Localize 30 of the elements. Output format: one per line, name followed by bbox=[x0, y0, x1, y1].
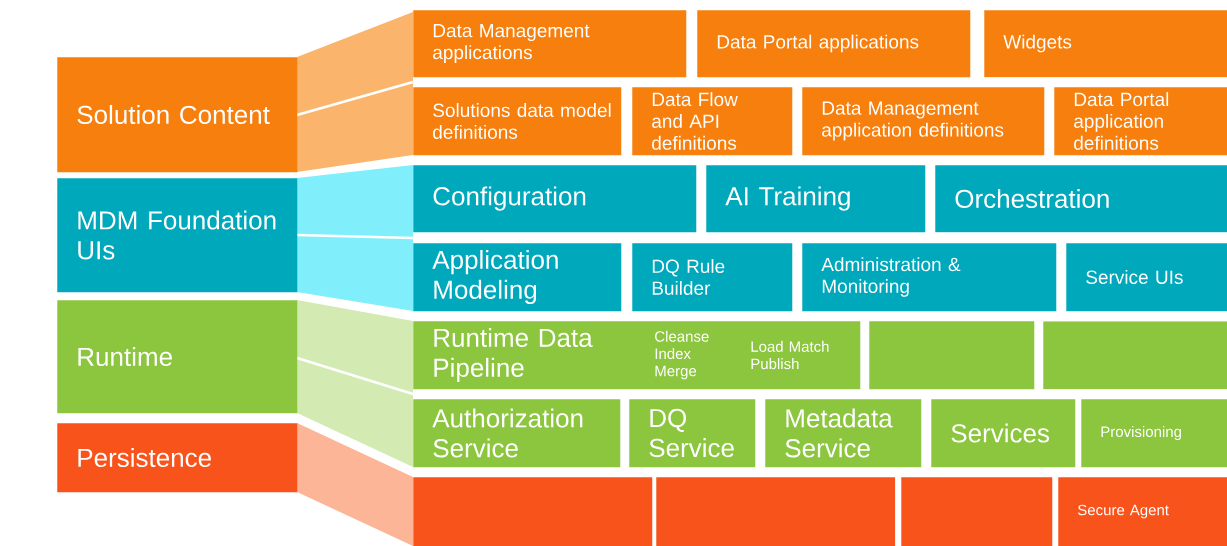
layer-box: Solution Content bbox=[57, 57, 298, 173]
component-box: Data Management applications bbox=[413, 10, 687, 78]
component-box: DQ Service bbox=[629, 399, 756, 468]
component-box: Metadata Service bbox=[765, 399, 922, 468]
component-box: Authorization Service bbox=[413, 399, 621, 468]
component-box: Data Portal application definitions bbox=[1054, 87, 1227, 156]
component-box: Administration & Monitoring bbox=[802, 243, 1057, 312]
component-box bbox=[413, 477, 653, 546]
component-box: Data Flow and API definitions bbox=[632, 87, 793, 156]
component-box: Widgets bbox=[984, 10, 1227, 78]
component-box: Solutions data model definitions bbox=[413, 87, 622, 156]
component-box bbox=[901, 477, 1053, 546]
component-box: AI Training bbox=[706, 165, 926, 233]
component-box: Provisioning bbox=[1081, 399, 1227, 468]
component-box: Data Management application definitions bbox=[802, 87, 1045, 156]
component-box: Service UIs bbox=[1066, 243, 1227, 312]
component-box: Data Portal applications bbox=[697, 10, 971, 78]
component-box: Configuration bbox=[413, 165, 697, 233]
component-box: Orchestration bbox=[935, 165, 1227, 233]
component-box: DQ Rule Builder bbox=[632, 243, 793, 312]
component-box bbox=[656, 477, 896, 546]
layer-box: Runtime bbox=[57, 300, 298, 414]
component-box bbox=[869, 321, 1035, 390]
layer-box: Persistence bbox=[57, 423, 298, 493]
component-box: Secure Agent bbox=[1058, 477, 1227, 546]
component-box: Application Modeling bbox=[413, 243, 622, 312]
layer-box: MDM Foundation UIs bbox=[57, 178, 298, 293]
component-box: Runtime Data Pipeline Cleanse Index Merge Load Match Publish bbox=[413, 321, 861, 390]
component-box: Services bbox=[931, 399, 1076, 468]
component-box bbox=[1043, 321, 1227, 390]
